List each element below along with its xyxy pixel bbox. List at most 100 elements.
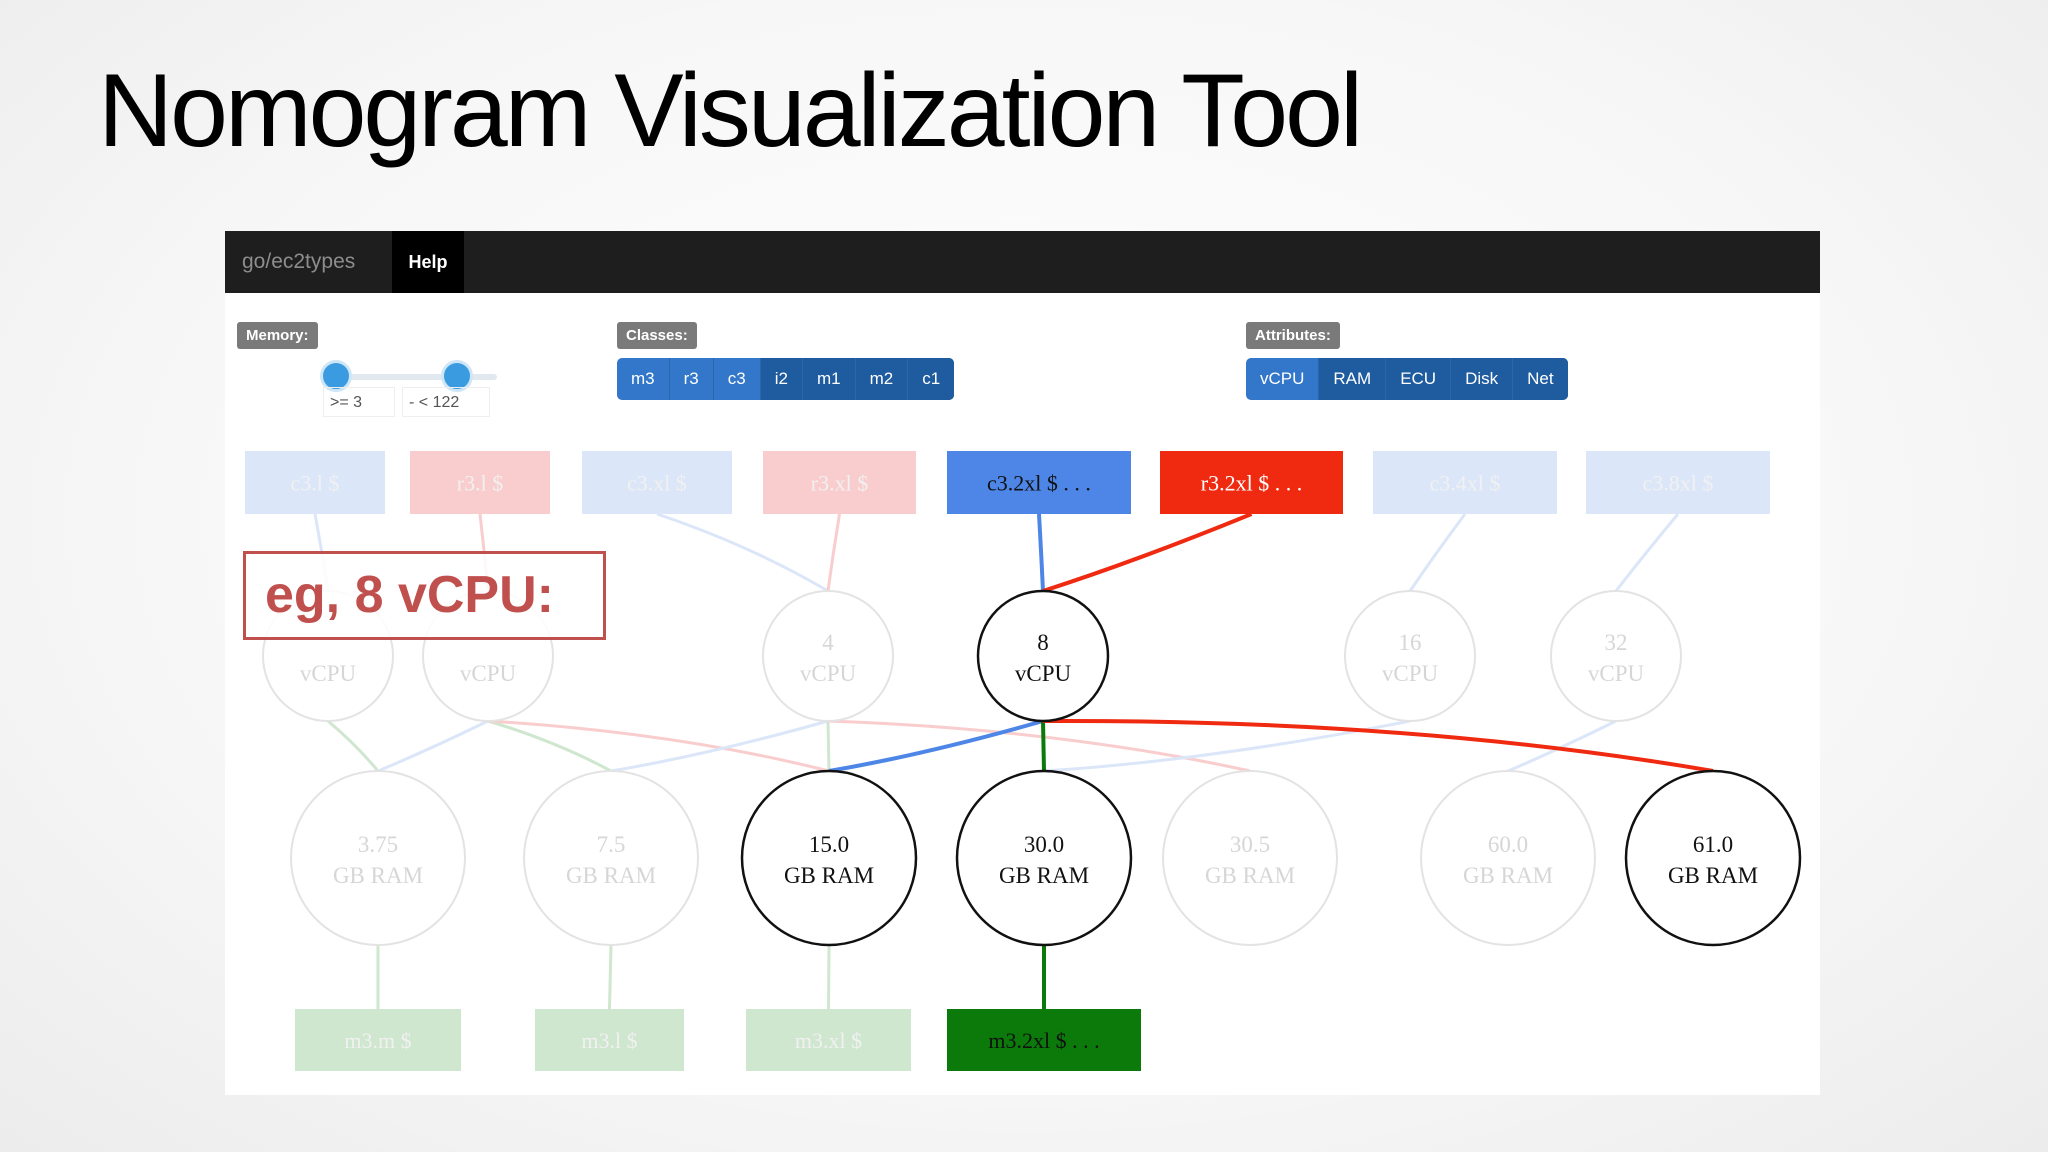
instance-box[interactable]: r3.2xl $ . . .	[1160, 451, 1343, 514]
instance-box[interactable]: c3.l $	[245, 451, 385, 514]
instance-box-bg	[947, 451, 1131, 514]
instance-box-bg	[763, 451, 916, 514]
vcpu-node-unit: vCPU	[1382, 661, 1439, 686]
memory-label: Memory:	[237, 322, 318, 349]
instance-box[interactable]: r3.xl $	[763, 451, 916, 514]
attribute-ecu-button[interactable]: ECU	[1386, 358, 1452, 400]
graph-link	[377, 719, 489, 773]
graph-link	[827, 719, 1251, 773]
vcpu-node-circle	[976, 589, 1110, 723]
instance-box-bg	[295, 1009, 461, 1071]
graph-link	[610, 719, 829, 773]
instance-box-bg	[1586, 451, 1770, 514]
instance-box[interactable]: c3.xl $	[582, 451, 732, 514]
memory-min-handle[interactable]	[320, 360, 352, 392]
vcpu-node-circle	[1550, 590, 1682, 722]
instance-box-bg	[1160, 451, 1343, 514]
instance-box[interactable]: c3.4xl $	[1373, 451, 1557, 514]
instance-box-label: m3.m $	[344, 1028, 411, 1053]
ram-node[interactable]: 30.5 GB RAM	[1162, 770, 1338, 946]
attribute-net-button[interactable]: Net	[1513, 358, 1568, 400]
ram-node[interactable]: 61.0GB RAM	[1624, 769, 1802, 947]
vcpu-node-unit: vCPU	[460, 661, 517, 686]
ram-node-unit: GB RAM	[1668, 863, 1758, 888]
attribute-disk-button[interactable]: Disk	[1451, 358, 1514, 400]
vcpu-node-unit: vCPU	[300, 661, 357, 686]
class-m1-button[interactable]: m1	[802, 358, 856, 400]
ram-node-value: 7.5	[597, 832, 626, 857]
graph-link	[1042, 718, 1714, 773]
instance-box[interactable]: m3.l $	[535, 1009, 684, 1071]
class-c1-button[interactable]: c1	[908, 358, 955, 400]
vcpu-node-unit: vCPU	[1588, 661, 1645, 686]
ram-node-circle	[740, 769, 918, 947]
instance-box[interactable]: m3.m $	[295, 1009, 461, 1071]
graph-link	[828, 719, 1044, 773]
ram-node-unit: GB RAM	[1205, 863, 1295, 888]
memory-min-field[interactable]: >= 3	[323, 387, 395, 417]
memory-max-field[interactable]: - < 122	[402, 387, 490, 417]
instance-box-label: m3.l $	[581, 1028, 637, 1053]
nomogram-graph: c3.l $ r3.l $ c3.xl $ r3.xl $ c3.2xl $ . . .…	[245, 451, 1802, 1071]
ram-node-unit: GB RAM	[1463, 863, 1553, 888]
class-m3-button[interactable]: m3	[617, 358, 670, 400]
attribute-vcpu-button[interactable]: vCPU	[1246, 358, 1320, 400]
class-m2-button[interactable]: m2	[855, 358, 909, 400]
ram-node[interactable]: 30.0GB RAM	[955, 769, 1133, 947]
instance-box[interactable]: m3.xl $	[746, 1009, 911, 1071]
instance-box[interactable]: c3.8xl $	[1586, 451, 1770, 514]
instance-box-bg	[245, 451, 385, 514]
graph-link	[656, 512, 829, 593]
instance-box-bg	[410, 451, 550, 514]
navbar: go/ec2types Help	[225, 231, 1820, 293]
vcpu-node-circle	[1344, 590, 1476, 722]
graph-link	[827, 944, 831, 1010]
instance-box-bg	[746, 1009, 911, 1071]
instance-box[interactable]: r3.l $	[410, 451, 550, 514]
graph-link	[1037, 513, 1045, 592]
link-layer	[313, 512, 1714, 1010]
instance-box-label: m3.xl $	[795, 1028, 862, 1053]
attribute-ram-button[interactable]: RAM	[1319, 358, 1387, 400]
graph-link	[1614, 513, 1680, 592]
class-c3-button[interactable]: c3	[714, 358, 761, 400]
vcpu-node-value: 8	[1037, 630, 1049, 655]
graph-link	[1041, 720, 1046, 772]
graph-link	[487, 719, 830, 773]
instance-box[interactable]: m3.2xl $ . . .	[947, 1009, 1141, 1071]
instance-box-label: r3.xl $	[811, 471, 868, 496]
ram-node[interactable]: 60.0GB RAM	[1420, 770, 1596, 946]
slide-title: Nomogram Visualization Tool	[98, 53, 1363, 169]
ram-node-value: 3.75	[358, 832, 398, 857]
instance-box[interactable]: c3.2xl $ . . .	[947, 451, 1131, 514]
ram-node[interactable]: 15.0GB RAM	[740, 769, 918, 947]
instance-box-bg	[535, 1009, 684, 1071]
help-tab[interactable]: Help	[392, 231, 464, 293]
memory-range-slider[interactable]	[327, 374, 497, 380]
graph-link	[826, 720, 831, 772]
class-i2-button[interactable]: i2	[760, 358, 803, 400]
instance-box-label: c3.8xl $	[1643, 471, 1714, 496]
instance-box-bg	[947, 1009, 1141, 1071]
ram-node-value: 15.0	[809, 832, 849, 857]
attributes-label: Attributes:	[1246, 322, 1340, 349]
ram-node-unit: GB RAM	[999, 863, 1089, 888]
ec2types-app: go/ec2types Help Memory: >= 3 - < 122 Cl…	[225, 231, 1820, 1095]
graph-link	[1408, 513, 1467, 592]
class-r3-button[interactable]: r3	[670, 358, 714, 400]
memory-max-handle[interactable]	[441, 360, 473, 392]
vcpu-node-circle	[762, 590, 894, 722]
brand-link[interactable]: go/ec2types	[242, 250, 356, 273]
ram-node[interactable]: 7.5GB RAM	[523, 770, 699, 946]
ram-node-circle	[1624, 769, 1802, 947]
instance-box-label: r3.2xl $ . . .	[1201, 471, 1302, 496]
ram-node-value: 30.5	[1230, 832, 1270, 857]
instance-box-bg	[1373, 451, 1557, 514]
